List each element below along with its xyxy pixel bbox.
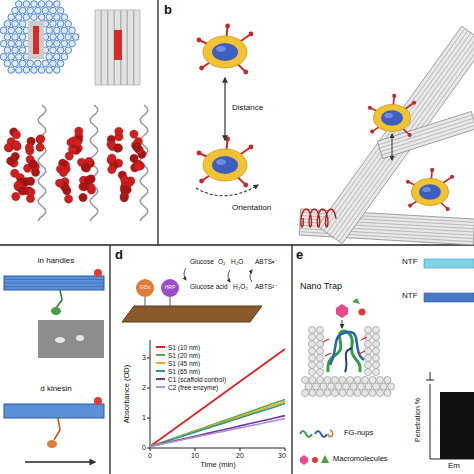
- text-label: 10: [191, 452, 199, 460]
- distance-arrow: [225, 78, 226, 140]
- dna-spiral: [301, 209, 336, 227]
- text-label: 0: [142, 444, 146, 452]
- legend-entry: S1 (65 nm): [156, 367, 202, 375]
- panel-letter: b: [164, 3, 172, 17]
- data-line: [150, 349, 285, 447]
- text-label: H₂O₂: [233, 283, 248, 290]
- text-label: GOx: [140, 285, 150, 291]
- text-label: NTF: [402, 258, 418, 267]
- legend-text: S1 (10 nm): [168, 344, 200, 351]
- chart-legend: S1 (10 nm)S1 (20 nm)S1 (45 nm)S1 (65 nm)…: [156, 343, 228, 391]
- protein-cage: [197, 24, 254, 75]
- text-label: Time (min): [200, 461, 236, 469]
- panel-letter: d: [115, 248, 123, 262]
- chart-axes: [147, 340, 285, 451]
- data-line: [150, 419, 285, 447]
- legend-text: C1 (scaffold control): [168, 376, 226, 383]
- text-label: Absorbance (OD): [123, 365, 131, 423]
- penetration-chart: [424, 259, 474, 459]
- legend-swatch: [156, 378, 165, 380]
- text-label: HRP: [165, 285, 176, 291]
- text-label: 3: [142, 354, 146, 362]
- legend-swatch: [156, 362, 165, 364]
- legend-swatch: [156, 346, 165, 348]
- text-label: ABTS•⁻: [255, 258, 278, 265]
- text-label: Penetration %: [414, 398, 422, 442]
- nano-trap: [302, 298, 395, 397]
- legend-text: C2 (free enzyme): [168, 384, 218, 391]
- data-line: [150, 402, 285, 447]
- text-label: NTF: [402, 292, 418, 301]
- text-label: 20: [236, 452, 244, 460]
- protein-cage: [197, 137, 254, 188]
- text-label: Macromolecules: [333, 455, 388, 463]
- legend-entry: S1 (45 nm): [156, 359, 202, 367]
- text-label: in handles: [38, 257, 74, 266]
- text-label: 30: [278, 452, 286, 460]
- panel-letter: e: [296, 248, 303, 262]
- legend-swatch: [156, 370, 165, 372]
- text-label: 1: [142, 414, 146, 422]
- text-label: Glucose: [190, 258, 214, 265]
- protein-cage: [368, 94, 416, 137]
- data-line: [150, 416, 285, 447]
- text-label: 0: [148, 452, 152, 460]
- text-label: H₂O: [231, 258, 243, 265]
- enzyme-cascade: [122, 268, 262, 322]
- orientation-arrow: [392, 134, 393, 160]
- text-label: Nano Trap: [300, 282, 342, 292]
- legend-text: S1 (65 nm): [168, 368, 200, 375]
- legend-entry: S1 (20 nm): [156, 351, 202, 359]
- data-curves: [150, 349, 285, 447]
- text-label: Orientation: [232, 204, 271, 213]
- legend-entry: C1 (scaffold control): [156, 375, 228, 383]
- protein-cage: [406, 168, 454, 211]
- legend-icons: [300, 430, 333, 465]
- helix-bundle: [95, 10, 140, 85]
- legend-swatch: [156, 354, 165, 356]
- legend-swatch: [156, 386, 165, 388]
- rotation-arrow: [196, 185, 258, 196]
- text-label: FG-nups: [344, 429, 373, 437]
- text-label: ABTS²⁻: [255, 283, 278, 290]
- data-line: [150, 399, 285, 446]
- data-line: [150, 404, 285, 447]
- text-label: Distance: [232, 104, 263, 113]
- text-label: d kinesin: [40, 385, 72, 394]
- tube-bundle: [318, 26, 474, 244]
- kinesin-schematic: [4, 269, 104, 462]
- honeycomb-lattice: [0, 1, 79, 74]
- text-label: 2: [142, 384, 146, 392]
- protein-structure: [4, 105, 148, 221]
- legend-entry: S1 (10 nm): [156, 343, 202, 351]
- legend-entry: C2 (free enzyme): [156, 383, 220, 391]
- text-label: Glucose acid: [190, 283, 228, 290]
- text-label: O₂: [218, 258, 226, 265]
- text-label: Em: [448, 462, 460, 471]
- legend-text: S1 (20 nm): [168, 352, 200, 359]
- legend-text: S1 (45 nm): [168, 360, 200, 367]
